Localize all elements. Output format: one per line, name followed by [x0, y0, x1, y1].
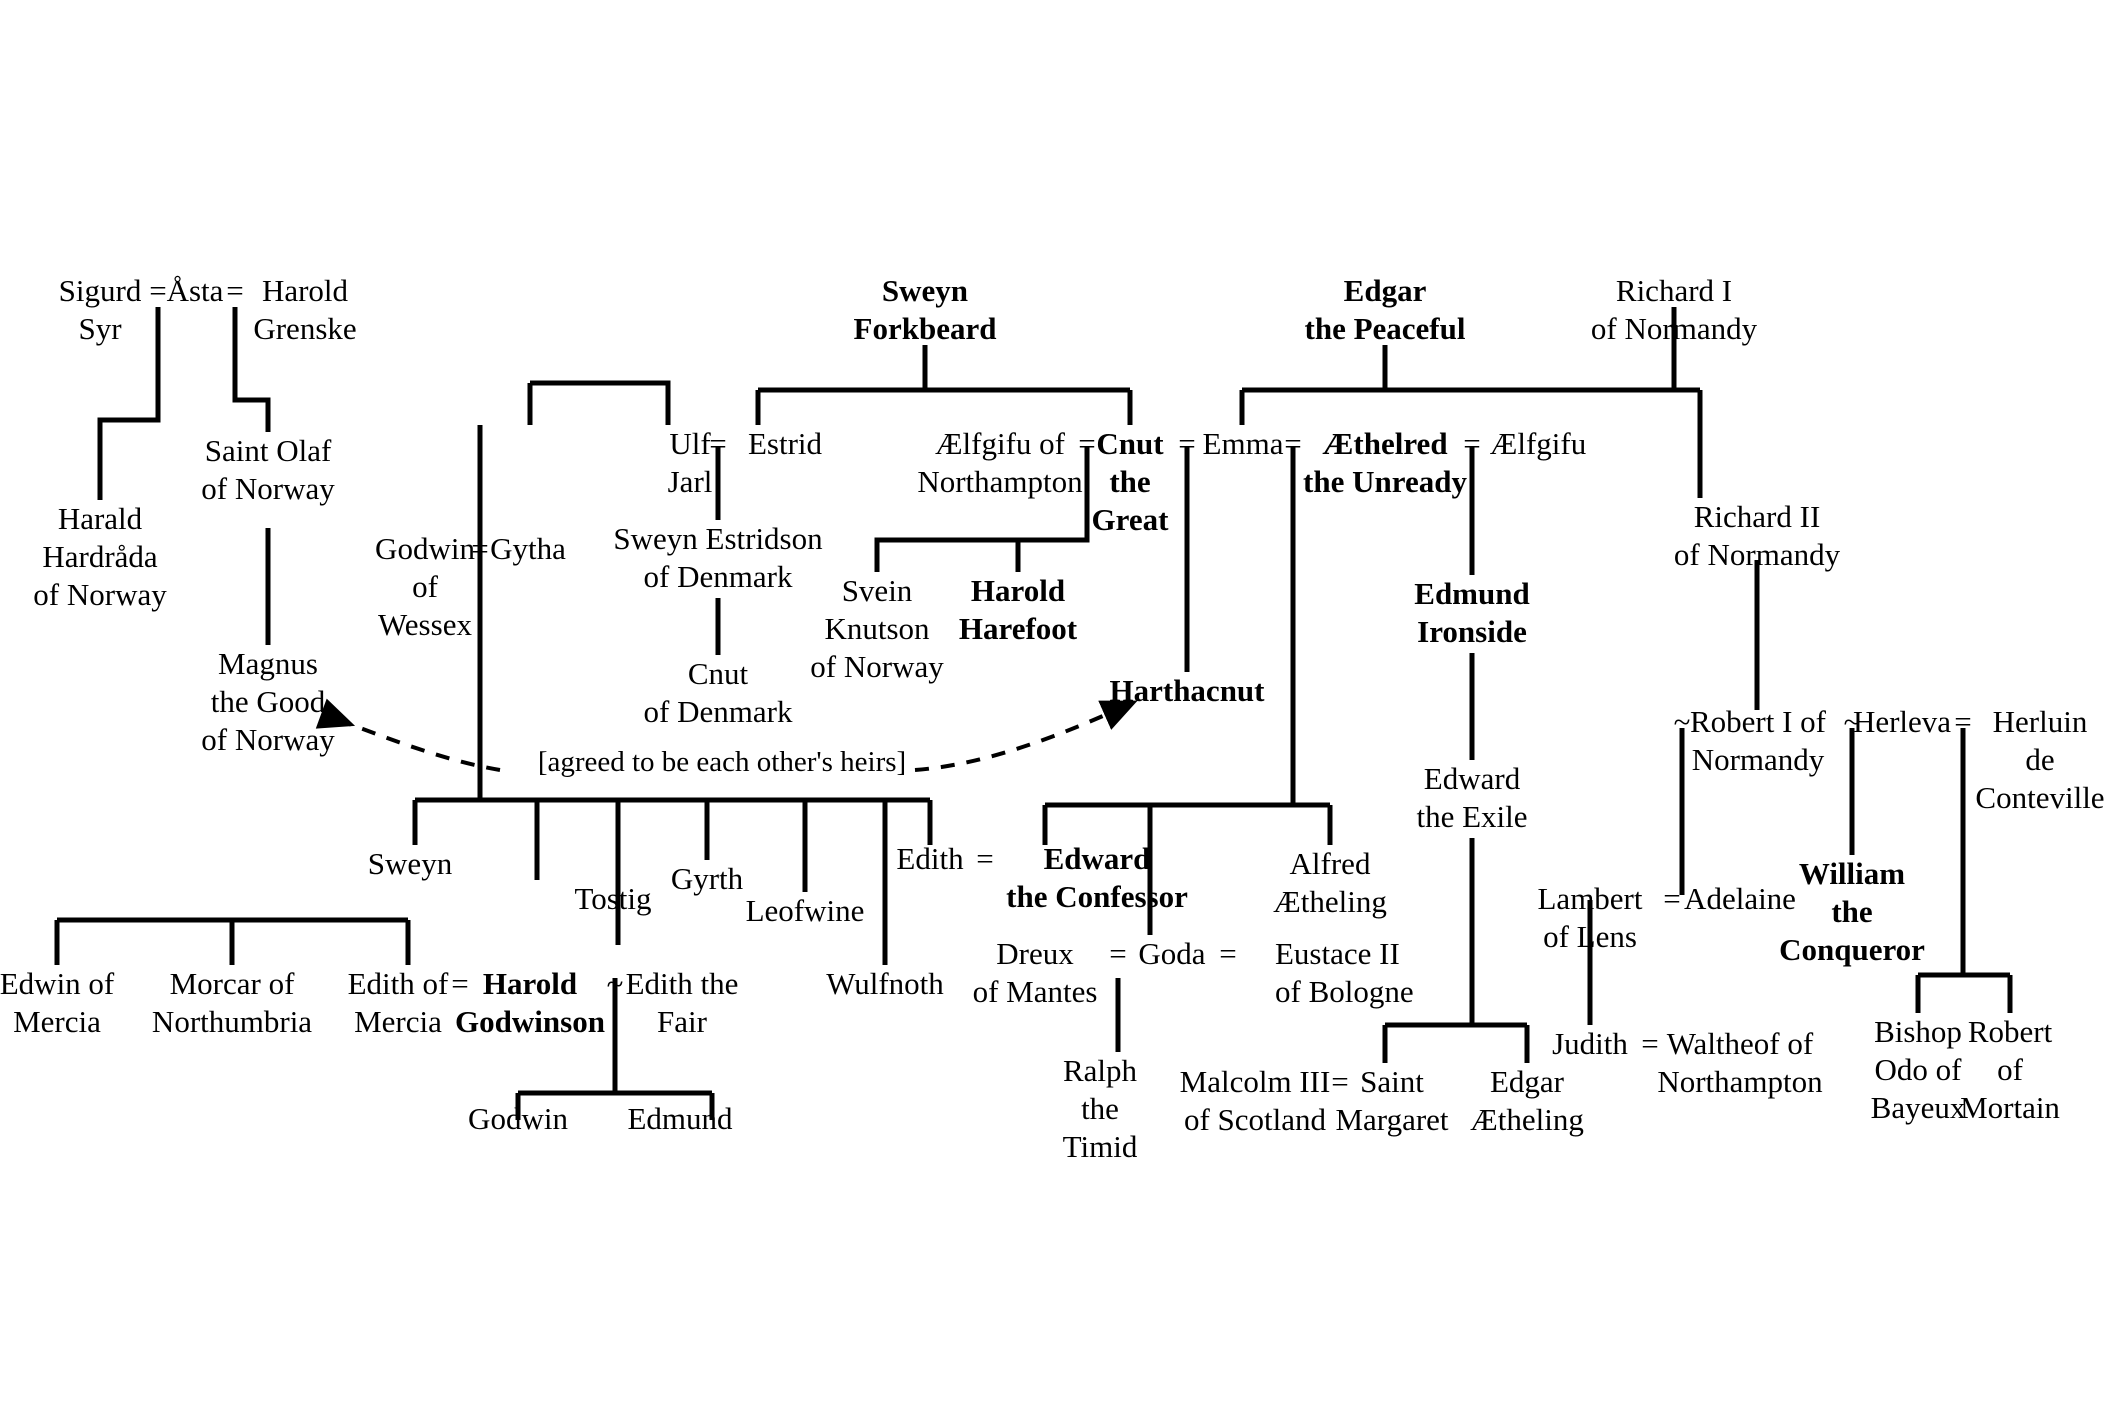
union-symbol: =	[976, 841, 994, 876]
union-symbol: =	[471, 531, 489, 566]
person-cnut-of-denmark[interactable]: Cnut of Denmark	[643, 656, 793, 729]
heirs-annotation: [agreed to be each other's heirs]	[537, 746, 907, 778]
union-symbol: =	[1641, 1026, 1659, 1061]
union-symbol: =	[1663, 881, 1681, 916]
person-robert-of-mortain[interactable]: Robert of Mortain	[1960, 1014, 2060, 1125]
person-cnut-the-great[interactable]: Cnut the Great	[1091, 426, 1169, 537]
person-harthacnut[interactable]: Harthacnut	[1109, 673, 1265, 708]
person-godwin-son[interactable]: Godwin	[468, 1101, 568, 1136]
person-tostig[interactable]: Tostig	[574, 881, 652, 916]
person-edith-godwin[interactable]: Edith	[896, 841, 964, 876]
person-ulf-jarl[interactable]: Ulf Jarl	[667, 426, 713, 499]
person-dreux-of-mantes[interactable]: Dreux of Mantes	[972, 936, 1098, 1009]
union-symbol: =	[709, 426, 727, 461]
person-herleva[interactable]: Herleva	[1852, 704, 1952, 739]
person-adelaine[interactable]: Adelaine	[1684, 881, 1796, 916]
union-symbol: =	[451, 966, 469, 1001]
person-alfred-aetheling[interactable]: Alfred Ætheling	[1273, 846, 1387, 919]
person-edward-the-confessor[interactable]: Edward the Confessor	[1006, 841, 1188, 914]
person-gyrth[interactable]: Gyrth	[670, 861, 744, 896]
person-waltheof-of-northampton[interactable]: Waltheof of Northampton	[1657, 1026, 1823, 1099]
person-richard-i[interactable]: Richard I of Normandy	[1590, 273, 1758, 346]
person-aethelred-the-unready[interactable]: Æthelred the Unready	[1303, 426, 1467, 499]
person-lambert-of-lens[interactable]: Lambert of Lens	[1537, 881, 1643, 954]
person-gytha[interactable]: Gytha	[490, 531, 566, 566]
union-symbol: =	[1954, 704, 1972, 739]
person-estrid[interactable]: Estrid	[747, 426, 823, 461]
person-leofwine[interactable]: Leofwine	[745, 893, 865, 928]
heirs-arrow-left	[315, 698, 501, 772]
union-symbol: ~	[1843, 704, 1861, 739]
person-magnus-the-good[interactable]: Magnus the Good of Norway	[201, 646, 335, 757]
union-symbol: =	[1331, 1064, 1349, 1099]
person-aelfgifu-of-northampton[interactable]: Ælfgifu of Northampton	[917, 426, 1083, 499]
person-edith-the-fair[interactable]: Edith the Fair	[625, 966, 739, 1039]
heirs-arrow-right	[914, 700, 1138, 772]
person-william-the-conqueror[interactable]: William the Conqueror	[1779, 856, 1925, 967]
union-symbol: =	[1109, 936, 1127, 971]
person-saint-margaret[interactable]: Saint Margaret	[1335, 1064, 1449, 1137]
person-aelfgifu[interactable]: Ælfgifu	[1489, 426, 1587, 461]
union-symbol: =	[226, 273, 244, 308]
person-richard-ii[interactable]: Richard II of Normandy	[1673, 499, 1841, 572]
union-symbol: =	[1078, 426, 1096, 461]
person-harold-harefoot[interactable]: Harold Harefoot	[958, 573, 1078, 646]
person-judith[interactable]: Judith	[1552, 1026, 1628, 1061]
person-malcolm-iii-of-scotland[interactable]: Malcolm III of Scotland	[1179, 1064, 1331, 1137]
person-edmund-ironside[interactable]: Edmund Ironside	[1414, 576, 1530, 649]
person-edward-the-exile[interactable]: Edward the Exile	[1416, 761, 1528, 834]
union-symbol: =	[1178, 426, 1196, 461]
person-harold-grenske[interactable]: Harold Grenske	[253, 273, 357, 346]
person-saint-olaf[interactable]: Saint Olaf of Norway	[201, 433, 335, 506]
union-symbol: =	[149, 273, 167, 308]
person-edmund-son[interactable]: Edmund	[627, 1101, 733, 1136]
person-asta[interactable]: Åsta	[166, 273, 224, 308]
person-sigurd-syr[interactable]: Sigurd Syr	[58, 273, 142, 346]
person-svein-knutson[interactable]: Svein Knutson of Norway	[810, 573, 944, 684]
person-edith-of-mercia[interactable]: Edith of Mercia	[347, 966, 449, 1039]
union-symbol: ~	[606, 966, 624, 1001]
person-morcar-of-northumbria[interactable]: Morcar of Northumbria	[151, 966, 313, 1039]
person-herluin-de-conteville[interactable]: Herluin de Conteville	[1975, 704, 2105, 815]
person-sweyn-estridson[interactable]: Sweyn Estridson of Denmark	[613, 521, 823, 594]
person-harald-hardrada[interactable]: Harald Hardråda of Norway	[33, 501, 167, 612]
person-emma[interactable]: Emma	[1202, 426, 1284, 461]
person-harold-godwinson[interactable]: Harold Godwinson	[455, 966, 605, 1039]
person-eustace-ii-of-bologne[interactable]: Eustace II of Bologne	[1275, 936, 1414, 1009]
person-sweyn-godwinson[interactable]: Sweyn	[367, 846, 453, 881]
person-godwin-of-wessex[interactable]: Godwin of Wessex	[375, 531, 475, 642]
union-symbol: ~	[1673, 704, 1691, 739]
person-wulfnoth[interactable]: Wulfnoth	[826, 966, 944, 1001]
union-symbol: =	[1284, 426, 1302, 461]
person-robert-i-of-normandy[interactable]: Robert I of Normandy	[1689, 704, 1827, 777]
person-edwin-of-mercia[interactable]: Edwin of Mercia	[0, 966, 115, 1039]
person-sweyn-forkbeard[interactable]: Sweyn Forkbeard	[853, 273, 997, 346]
person-bishop-odo-of-bayeux[interactable]: Bishop Odo of Bayeux	[1870, 1014, 1966, 1125]
person-ralph-the-timid[interactable]: Ralph the Timid	[1062, 1053, 1138, 1164]
person-edgar-the-peaceful[interactable]: Edgar the Peaceful	[1304, 273, 1466, 346]
union-symbol: =	[1219, 936, 1237, 971]
union-symbol: =	[1463, 426, 1481, 461]
person-goda[interactable]: Goda	[1138, 936, 1206, 971]
person-edgar-aetheling[interactable]: Edgar Ætheling	[1470, 1064, 1584, 1137]
